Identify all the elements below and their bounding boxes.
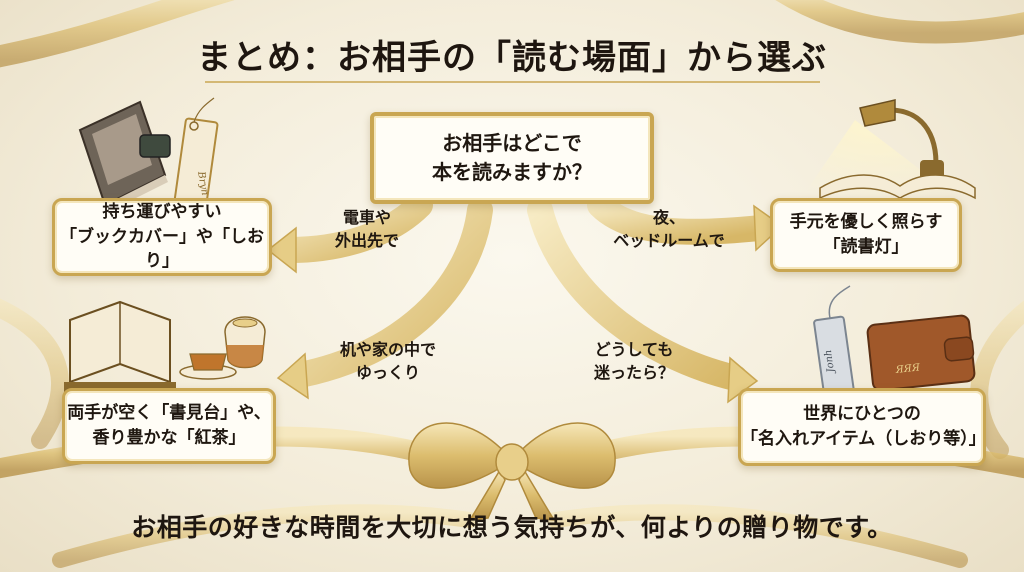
edge-label-home-line2: ゆっくり xyxy=(355,363,420,383)
edge-label-home-line1: 机や家の中で xyxy=(339,340,436,359)
edge-label-night-line2: ベッドルームで xyxy=(613,231,725,251)
arrowhead-top-right xyxy=(753,204,784,252)
reading-lamp-illustration xyxy=(800,99,976,200)
node-reading-lamp-line1: 手元を優しく照らす xyxy=(789,212,943,233)
edge-label-unsure-line2: 迷ったら？ xyxy=(593,363,674,383)
central-question-line1: お相手はどこで xyxy=(442,131,582,155)
node-book-stand-tea: 両手が空く「書見台」や、 香り豊かな「紅茶」 xyxy=(62,388,276,464)
node-personalized-item-line1: 世界にひとつの xyxy=(803,404,921,425)
edge-label-night-line1: 夜、 xyxy=(652,208,685,227)
page-title: まとめ：お相手の「読む場面」から選ぶ xyxy=(197,38,827,78)
edge-label-night: 夜、 ベッドルームで xyxy=(594,206,744,252)
node-book-cover: 持ち運びやすい 「ブックカバー」や「しおり」 xyxy=(52,198,272,276)
bookmark-illustration xyxy=(173,97,219,209)
node-reading-lamp: 手元を優しく照らす 「読書灯」 xyxy=(770,198,962,272)
arrowhead-top-left xyxy=(266,226,297,274)
book-cover-illustration xyxy=(78,100,171,212)
edge-label-train-line1: 電車や xyxy=(342,208,391,227)
node-book-stand-tea-line2: 香り豊かな「紅茶」 xyxy=(92,428,246,448)
node-reading-lamp-line2: 「読書灯」 xyxy=(823,237,909,257)
node-book-stand-tea-line1: 両手が空く「書見台」や、 xyxy=(67,403,271,424)
edge-label-unsure: どうしても 迷ったら？ xyxy=(574,338,694,384)
arrowhead-bottom-left xyxy=(276,352,309,400)
ribbon-bow xyxy=(408,422,616,521)
wallet-emboss-text: ЯЯЯ xyxy=(894,362,921,376)
arrowheads xyxy=(266,204,784,404)
edge-label-unsure-line1: どうしても xyxy=(594,340,674,359)
central-question-line2: 本を読みますか？ xyxy=(432,160,592,184)
tea-set-illustration xyxy=(179,316,266,380)
connector-arrows xyxy=(277,192,773,391)
silver-bookmark-script-text: Jonh xyxy=(823,349,837,375)
edge-label-home: 机や家の中で ゆっくり xyxy=(318,338,458,384)
edge-label-train: 電車や 外出先で xyxy=(312,206,422,252)
book-stand-illustration xyxy=(64,300,176,392)
node-personalized-item-line2: 「名入れアイテム（しおり等）」 xyxy=(741,429,986,449)
central-question-box: お相手はどこで 本を読みますか？ xyxy=(370,112,654,204)
footer-message: お相手の好きな時間を大切に想う気持ちが、何よりの贈り物です。 xyxy=(131,513,893,542)
bookmark-script-text: Bryn xyxy=(195,170,210,197)
wallet-illustration xyxy=(866,314,976,392)
node-personalized-item: 世界にひとつの 「名入れアイテム（しおり等）」 xyxy=(738,388,986,466)
node-book-cover-line1: 持ち運びやすい xyxy=(102,202,222,223)
node-book-cover-line2: 「ブックカバー」や「しおり」 xyxy=(60,226,264,272)
edge-label-train-line2: 外出先で xyxy=(334,231,399,251)
